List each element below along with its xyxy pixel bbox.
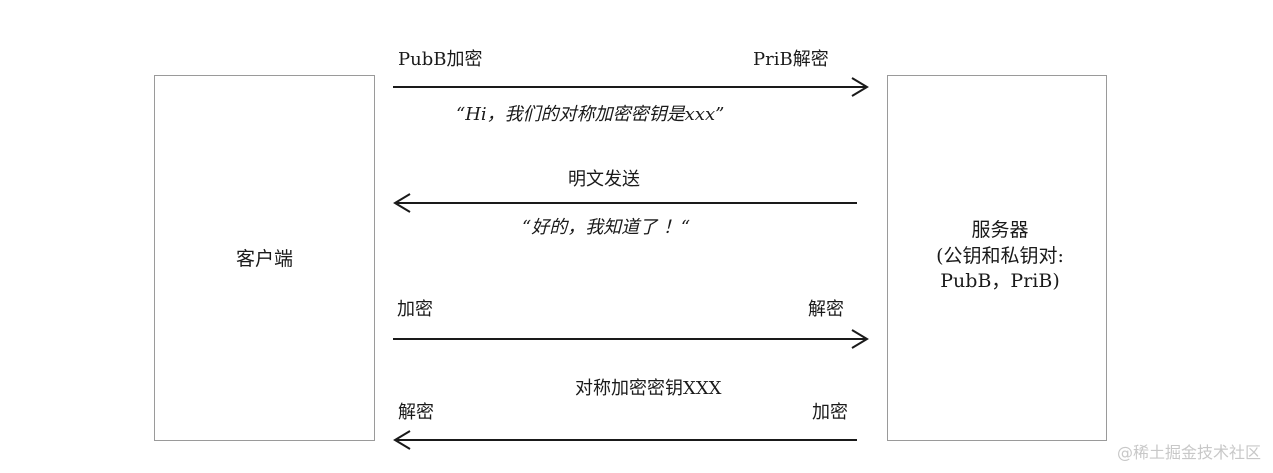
client-box bbox=[154, 75, 375, 441]
client-label: 客户端 bbox=[235, 248, 293, 270]
arrow-4-head bbox=[393, 430, 411, 450]
exchange-2-message: “好的，我知道了 ！“ bbox=[522, 217, 691, 238]
exchange-3-left-label: 加密 bbox=[397, 299, 433, 320]
server-box bbox=[887, 75, 1107, 441]
watermark: @稀土掘金技术社区 bbox=[1116, 443, 1261, 462]
exchange-4-right-label: 加密 bbox=[812, 402, 848, 423]
arrow-2-head bbox=[393, 193, 411, 213]
arrow-1-head bbox=[851, 77, 869, 97]
exchange-1-message: “Hi，我们的对称加密密钥是xxx” bbox=[456, 104, 725, 125]
exchange-4-top-label: 对称加密密钥XXX bbox=[575, 378, 722, 399]
exchange-2-top-label: 明文发送 bbox=[568, 169, 640, 190]
exchange-1-right-label: PriB解密 bbox=[753, 49, 829, 70]
exchange-3-right-label: 解密 bbox=[808, 299, 844, 320]
arrow-3-head bbox=[851, 329, 869, 349]
server-label: 服务器 (公钥和私钥对: PubB，PriB) bbox=[936, 219, 1064, 293]
exchange-1-left-label: PubB加密 bbox=[398, 49, 483, 70]
exchange-4-left-label: 解密 bbox=[398, 402, 434, 423]
